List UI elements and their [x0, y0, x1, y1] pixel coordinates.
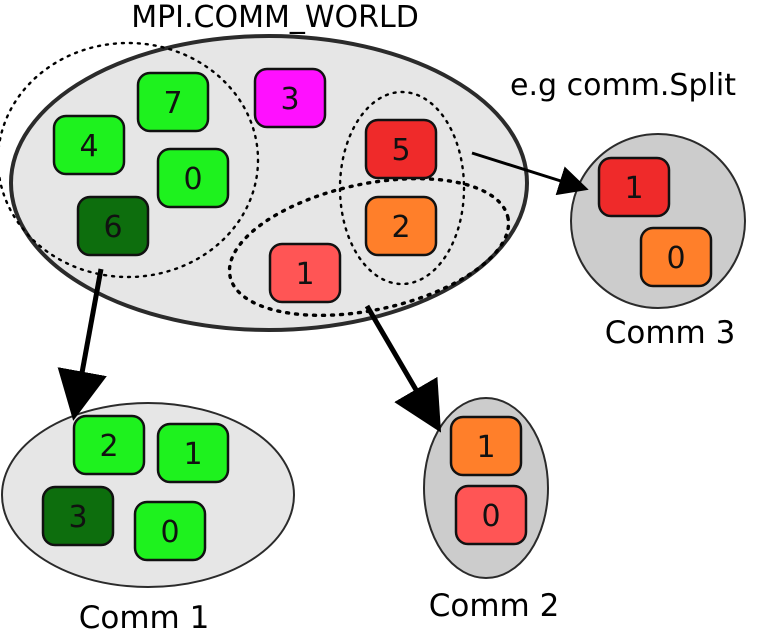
comm2-rank-0-box: [454, 484, 528, 546]
comm1-rank-3-box: [41, 485, 115, 547]
world-rank-5-box: [364, 118, 438, 180]
world-rank-0-label: 0: [183, 162, 202, 197]
comm1-rank-1: 1: [156, 422, 230, 484]
world-rank-7-box: [136, 71, 210, 133]
comm2-rank-0-label: 0: [481, 499, 500, 534]
arrow-to-comm2: [364, 304, 442, 433]
comm2-label: Comm 2: [429, 588, 560, 624]
world-rank-4-label: 4: [79, 129, 98, 164]
comm3-rank-1-label: 1: [624, 171, 643, 206]
world-rank-5-label: 5: [391, 133, 410, 168]
comm1-rank-2-box: [72, 414, 146, 476]
world-rank-1: 1: [268, 242, 342, 304]
comm1-label: Comm 1: [79, 600, 210, 632]
world-rank-6: 6: [76, 195, 150, 257]
comm3-rank-1: 1: [597, 156, 671, 218]
arrow-to-comm1: [57, 268, 107, 421]
arrow-to-comm3: [471, 151, 589, 196]
comm3-label: Comm 3: [605, 315, 736, 351]
comm1-rank-3: 3: [41, 485, 115, 547]
comm1-rank-2-label: 2: [99, 429, 118, 464]
world-title: MPI.COMM_WORLD: [131, 0, 419, 35]
world-rank-7-label: 7: [163, 86, 182, 121]
comm1-rank-0-label: 0: [160, 515, 179, 550]
world-rank-2: 2: [364, 195, 438, 257]
world-rank-4-box: [52, 114, 126, 176]
world-rank-2-box: [364, 195, 438, 257]
world-rank-3-label: 3: [280, 82, 299, 117]
comm2-rank-0: 0: [454, 484, 528, 546]
group-orange-outline: [227, 176, 511, 318]
world-rank-1-box: [268, 242, 342, 304]
comm2-rank-1-label: 1: [476, 430, 495, 465]
world-rank-6-label: 6: [103, 210, 122, 245]
world-rank-3-box: [253, 67, 327, 129]
world-rank-5: 5: [364, 118, 438, 180]
comm1-rank-1-box: [156, 422, 230, 484]
comm2-rank-1-box: [449, 415, 523, 477]
split-note: e.g comm.Split: [510, 68, 736, 103]
group-red-outline: [338, 90, 466, 286]
comm1-rank-1-label: 1: [183, 437, 202, 472]
world-rank-2-label: 2: [391, 210, 410, 245]
world-rank-6-box: [76, 195, 150, 257]
world-rank-1-label: 1: [295, 257, 314, 292]
world-rank-0: 0: [156, 147, 230, 209]
comm3-rank-0-label: 0: [666, 241, 685, 276]
group-green-outline: [0, 41, 260, 279]
comm3-rank-1-box: [597, 156, 671, 218]
comm1-rank-3-label: 3: [68, 500, 87, 535]
comm3-rank-0: 0: [639, 226, 713, 288]
comm2-rank-1: 1: [449, 415, 523, 477]
world-rank-4: 4: [52, 114, 126, 176]
comm1-rank-2: 2: [72, 414, 146, 476]
world-rank-0-box: [156, 147, 230, 209]
comm1-rank-0-box: [133, 500, 207, 562]
comm3-rank-0-box: [639, 226, 713, 288]
world-rank-7: 7: [136, 71, 210, 133]
world-rank-3: 3: [253, 67, 327, 129]
comm1-rank-0: 0: [133, 500, 207, 562]
